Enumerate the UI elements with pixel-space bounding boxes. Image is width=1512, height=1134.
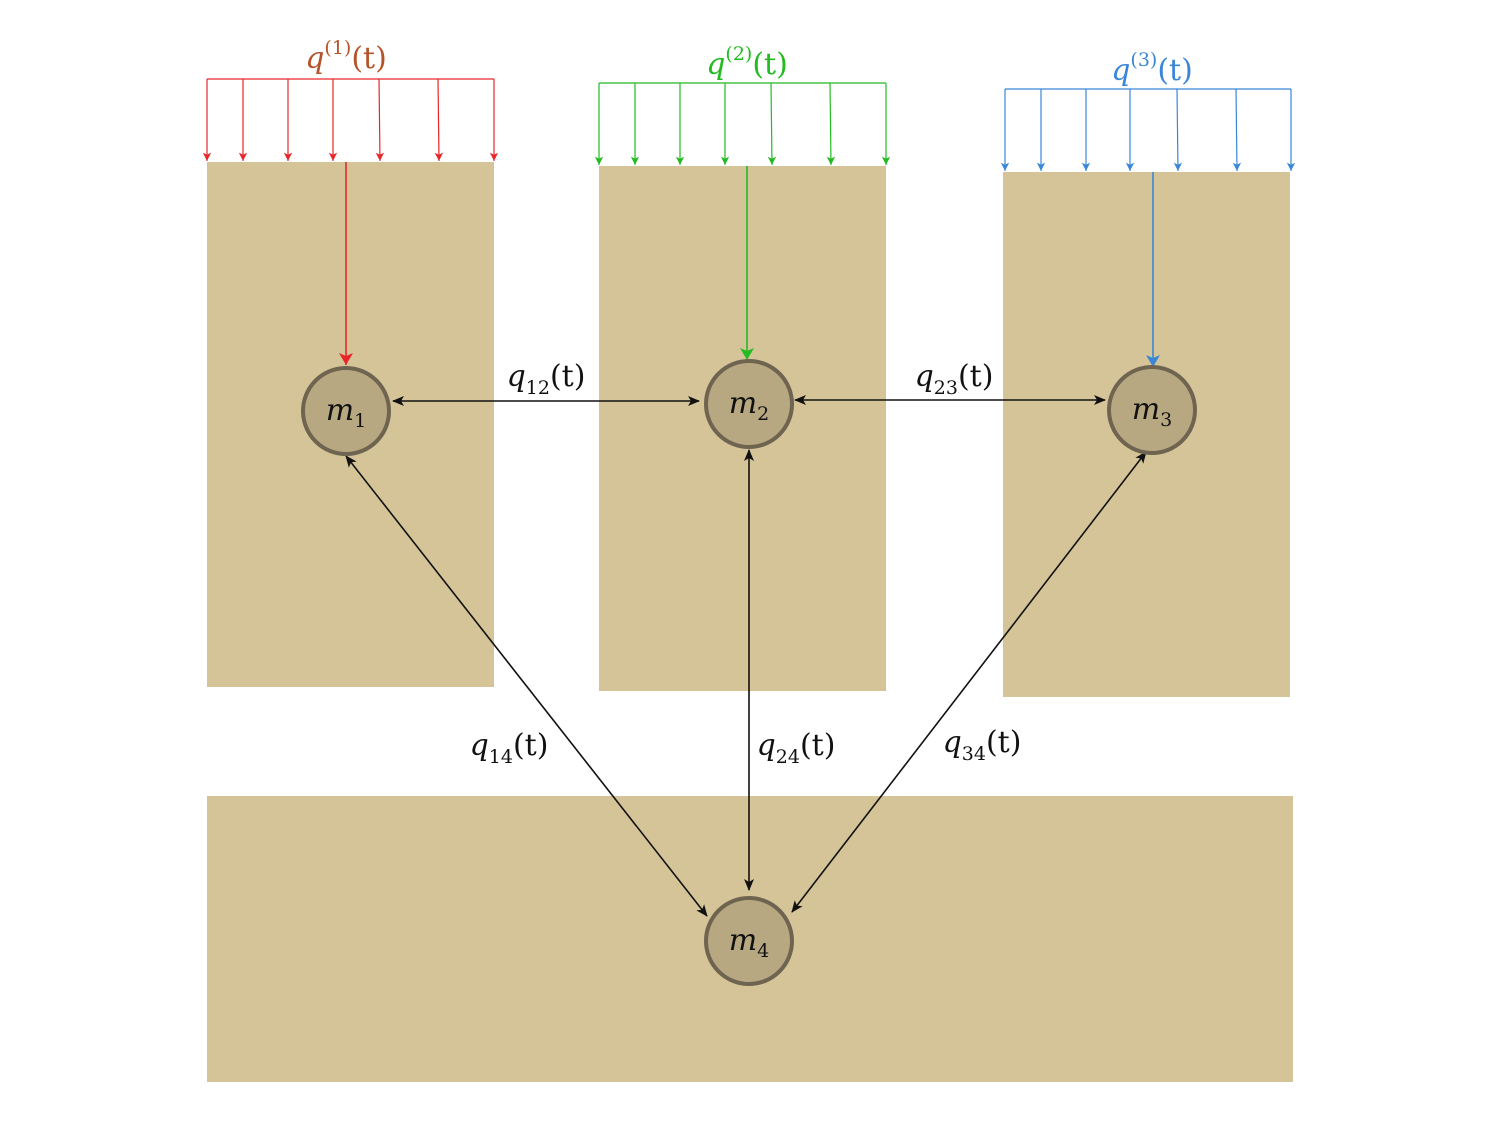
edge-label-q12: q12(t) — [507, 359, 586, 399]
load-3-arrows — [1000, 88, 1296, 367]
edge-labels: q12(t) q23(t) q14(t) q24(t) q34(t) — [470, 359, 1022, 768]
edge-label-q14: q14(t) — [470, 728, 549, 768]
load-2-arrow — [826, 82, 836, 166]
node-m3: m3 — [1107, 365, 1197, 455]
load-3-arrow — [1232, 88, 1242, 172]
load-1-arrow — [375, 78, 385, 162]
node-m2-circle — [704, 359, 794, 449]
load-1-label: q(1)(t) — [305, 37, 387, 76]
load-2-arrow — [767, 82, 777, 166]
node-m1: m1 — [301, 366, 391, 456]
load-2-arrows — [594, 82, 891, 360]
edge-q14 — [345, 455, 708, 917]
edges — [345, 395, 1147, 917]
load-2-label: q(2)(t) — [706, 43, 788, 82]
load-3-arrow — [1173, 88, 1183, 172]
edge-q34 — [791, 451, 1147, 913]
node-m4-circle — [704, 896, 794, 986]
edge-label-q34: q34(t) — [943, 725, 1022, 765]
load-1-arrow — [434, 78, 444, 162]
node-m3-circle — [1107, 365, 1197, 455]
node-m3-label: m3 — [1132, 392, 1173, 431]
node-m2: m2 — [704, 359, 794, 449]
node-m4-label: m4 — [729, 923, 770, 962]
node-m1-circle — [301, 366, 391, 456]
load-1-arrows — [202, 78, 499, 365]
load-3-label: q(3)(t) — [1111, 49, 1193, 88]
edge-label-q23: q23(t) — [915, 359, 994, 399]
edge-label-q24: q24(t) — [757, 728, 836, 768]
node-m1-label: m1 — [326, 393, 367, 432]
node-m4: m4 — [704, 896, 794, 986]
node-m2-label: m2 — [729, 386, 770, 425]
